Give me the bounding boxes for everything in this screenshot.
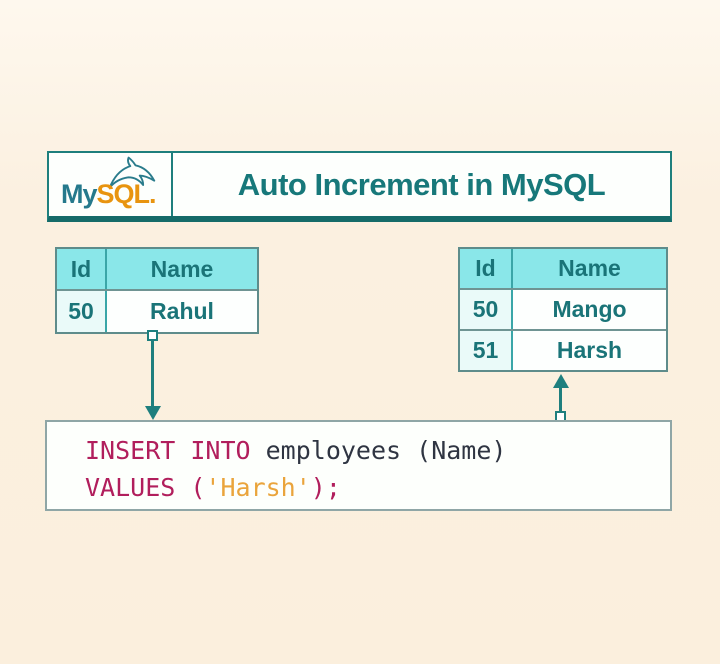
- column-header-id: Id: [57, 249, 107, 289]
- logo-text-dot: .: [149, 179, 156, 209]
- table-after-insert: Id Name 50 Mango 51 Harsh: [458, 247, 668, 372]
- cell-name: Mango: [513, 290, 666, 329]
- sql-string-literal: 'Harsh': [205, 473, 311, 502]
- logo-text-sql: SQL: [96, 179, 151, 209]
- table-header-row: Id Name: [460, 249, 666, 288]
- page-title: Auto Increment in MySQL: [237, 166, 606, 202]
- column-header-id: Id: [460, 249, 513, 288]
- mysql-dolphin-icon: [103, 155, 161, 196]
- logo-text-my: My: [61, 179, 98, 209]
- sql-code-block: INSERT INTO employees (Name) VALUES ('Ha…: [45, 420, 672, 511]
- sql-keyword: INSERT INTO: [85, 436, 251, 465]
- code-line-1: INSERT INTO employees (Name): [85, 432, 670, 469]
- header-banner: MySQL. Auto Increment in MySQL: [47, 151, 672, 222]
- connector-line: [559, 386, 562, 414]
- table-header-row: Id Name: [57, 249, 257, 289]
- cell-id: 50: [460, 290, 513, 329]
- sql-punctuation: );: [310, 473, 341, 502]
- sql-keyword: VALUES (: [85, 473, 206, 502]
- cell-name: Harsh: [513, 331, 666, 370]
- cell-name: Rahul: [107, 291, 257, 332]
- sql-identifier: employees (Name): [250, 436, 507, 465]
- table-row: 50 Rahul: [57, 289, 257, 332]
- cell-id: 51: [460, 331, 513, 370]
- table-row: 50 Mango: [460, 288, 666, 329]
- arrow-down-icon: [145, 406, 161, 420]
- mysql-logo: MySQL.: [49, 153, 173, 216]
- mysql-wordmark: MySQL.: [61, 179, 156, 210]
- table-before-insert: Id Name 50 Rahul: [55, 247, 259, 334]
- column-header-name: Name: [513, 249, 666, 288]
- connector-line: [151, 340, 154, 408]
- column-header-name: Name: [107, 249, 257, 289]
- table-row: 51 Harsh: [460, 329, 666, 370]
- arrow-up-icon: [553, 374, 569, 388]
- code-line-2: VALUES ('Harsh');: [85, 469, 670, 506]
- cell-id: 50: [57, 291, 107, 332]
